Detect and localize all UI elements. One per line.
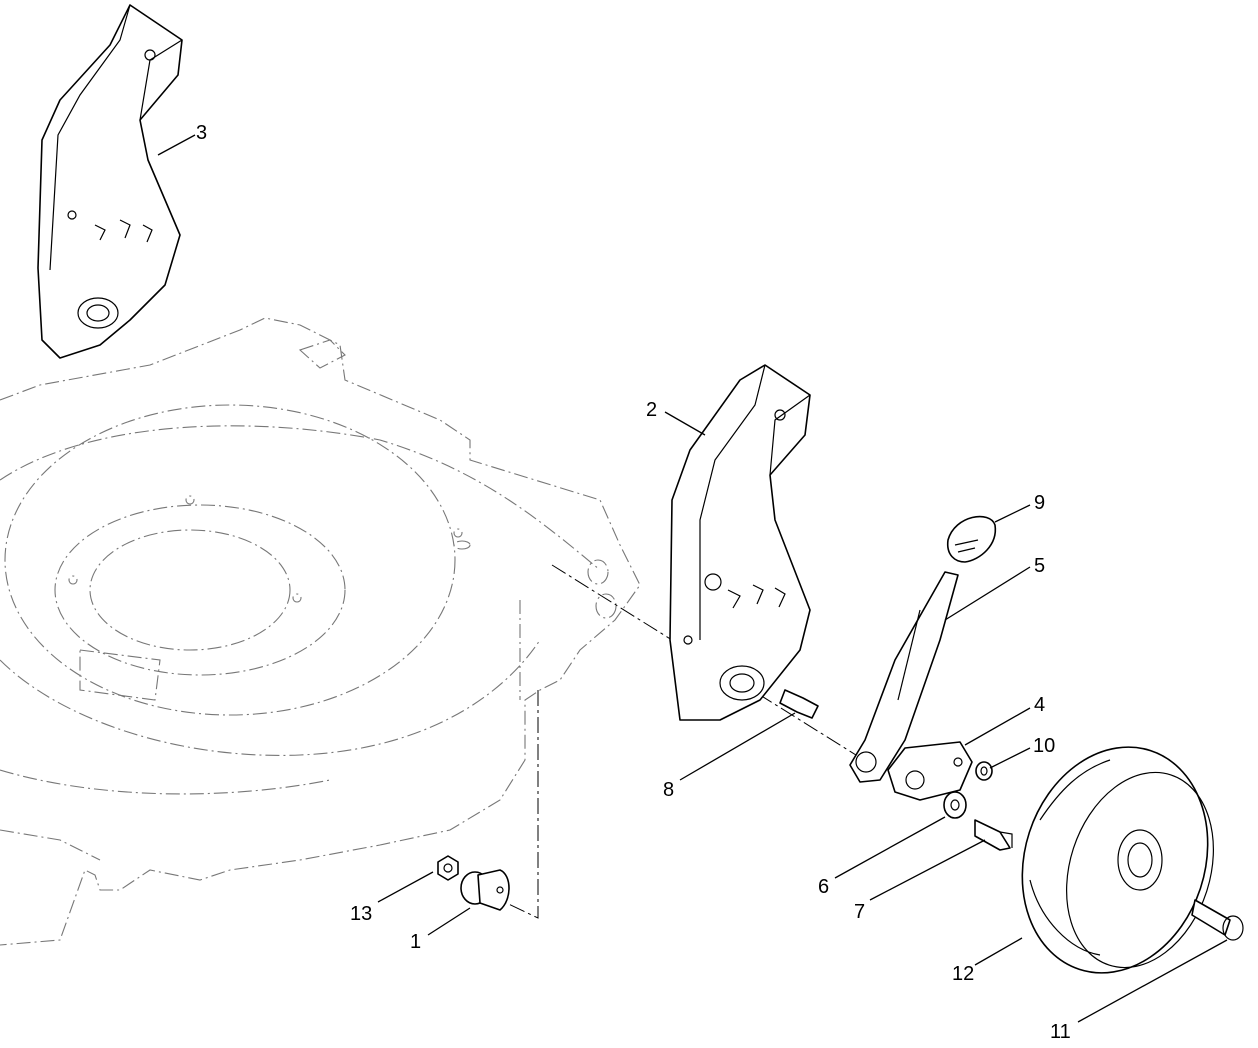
bolt-part-8	[779, 689, 819, 719]
callout-13: 13	[350, 903, 372, 925]
bushing-centerline	[499, 690, 539, 919]
plate-part-4	[887, 741, 973, 801]
callout-5: 5	[1034, 555, 1045, 577]
bolt-part-7	[974, 819, 1013, 851]
callout-10: 10	[1033, 735, 1055, 757]
knob-part-9	[946, 515, 996, 563]
callout-12: 12	[952, 963, 974, 985]
spacer-part-6	[943, 791, 967, 819]
callout-2: 2	[646, 399, 657, 421]
callout-11: 11	[1050, 1021, 1071, 1043]
nut-part-13	[437, 855, 459, 881]
washer-part-10	[975, 761, 993, 781]
callout-4: 4	[1034, 694, 1045, 716]
callout-7: 7	[854, 901, 865, 923]
bolt-part-11	[1191, 899, 1244, 941]
leader-lines	[157, 134, 1228, 1023]
callout-6: 6	[818, 876, 829, 898]
bushing-part-1	[460, 869, 510, 911]
callout-labels: 3 2 9 5 4 10 8 6 7 13 1 12 11	[196, 122, 1071, 1043]
callout-8: 8	[663, 779, 674, 801]
callout-9: 9	[1034, 492, 1045, 514]
wheel-part-12	[1021, 746, 1214, 974]
callout-1: 1	[410, 931, 421, 953]
bracket-part-3	[37, 4, 183, 359]
bracket-part-2	[669, 364, 811, 721]
lever-part-5	[849, 571, 959, 783]
callout-3: 3	[196, 122, 207, 144]
mower-deck-phantom	[0, 317, 641, 946]
